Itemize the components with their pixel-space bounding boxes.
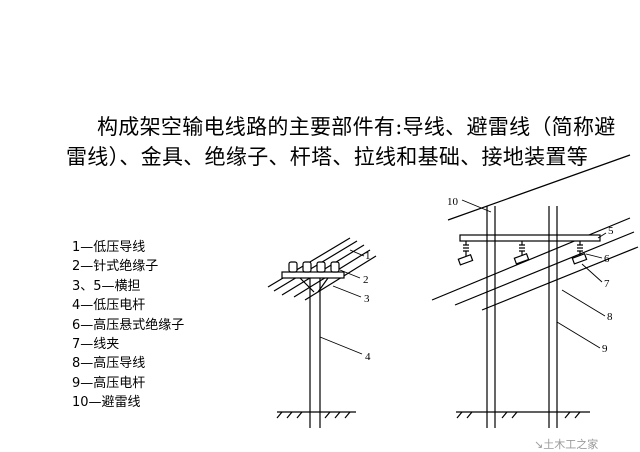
intro-paragraph: 构成架空输电线路的主要部件有:导线、避雷线（简称避雷线）、金具、绝缘子、杆塔、拉… bbox=[66, 113, 626, 172]
low-voltage-pole bbox=[309, 278, 321, 428]
label-5: 5 bbox=[608, 225, 614, 237]
intro-text: 构成架空输电线路的主要部件有:导线、避雷线（简称避雷线）、金具、绝缘子、杆塔、拉… bbox=[66, 115, 616, 169]
high-voltage-conductors bbox=[431, 217, 639, 311]
label-10: 10 bbox=[447, 196, 459, 208]
high-voltage-pole-right bbox=[548, 206, 558, 428]
legend-list: 1—低压导线 2—针式绝缘子 3、5—横担 4—低压电杆 6—高压悬式绝缘子 7… bbox=[72, 238, 184, 413]
high-voltage-cross-arm bbox=[459, 234, 601, 242]
low-voltage-labels: 1 2 3 4 bbox=[363, 250, 371, 363]
legend-item: 4—低压电杆 bbox=[72, 298, 146, 314]
label-3: 3 bbox=[364, 293, 370, 305]
low-voltage-leaders bbox=[319, 249, 365, 355]
legend-item: 3、5—横担 bbox=[72, 278, 141, 294]
legend-item: 1—低压导线 bbox=[72, 240, 146, 255]
suspension-insulators bbox=[463, 241, 583, 257]
label-9: 9 bbox=[602, 343, 608, 355]
legend-item: 8—高压导线 bbox=[72, 356, 146, 372]
label-7: 7 bbox=[604, 278, 610, 290]
high-voltage-figure bbox=[431, 154, 639, 428]
legend-item: 6—高压悬式绝缘子 bbox=[72, 317, 185, 333]
legend-item: 7—线夹 bbox=[72, 337, 120, 353]
high-voltage-leaders bbox=[461, 199, 607, 349]
label-4: 4 bbox=[365, 351, 371, 363]
watermark: ↘土木工之家 bbox=[534, 438, 599, 451]
legend-item: 10—避雷线 bbox=[72, 395, 141, 411]
high-voltage-labels: 10 5 6 7 8 9 bbox=[447, 196, 614, 355]
high-voltage-pole-left bbox=[486, 206, 496, 428]
label-8: 8 bbox=[607, 311, 613, 323]
label-6: 6 bbox=[604, 253, 610, 265]
label-1: 1 bbox=[365, 250, 371, 262]
pin-insulators bbox=[288, 261, 340, 273]
label-2: 2 bbox=[363, 274, 369, 286]
high-voltage-ground bbox=[456, 411, 590, 419]
low-voltage-pole-figure bbox=[267, 237, 377, 428]
lightning-wire bbox=[447, 154, 631, 221]
legend-item: 2—针式绝缘子 bbox=[72, 259, 159, 275]
legend-item: 9—高压电杆 bbox=[72, 375, 146, 391]
low-voltage-ground bbox=[276, 411, 356, 419]
line-clamps bbox=[457, 253, 588, 266]
